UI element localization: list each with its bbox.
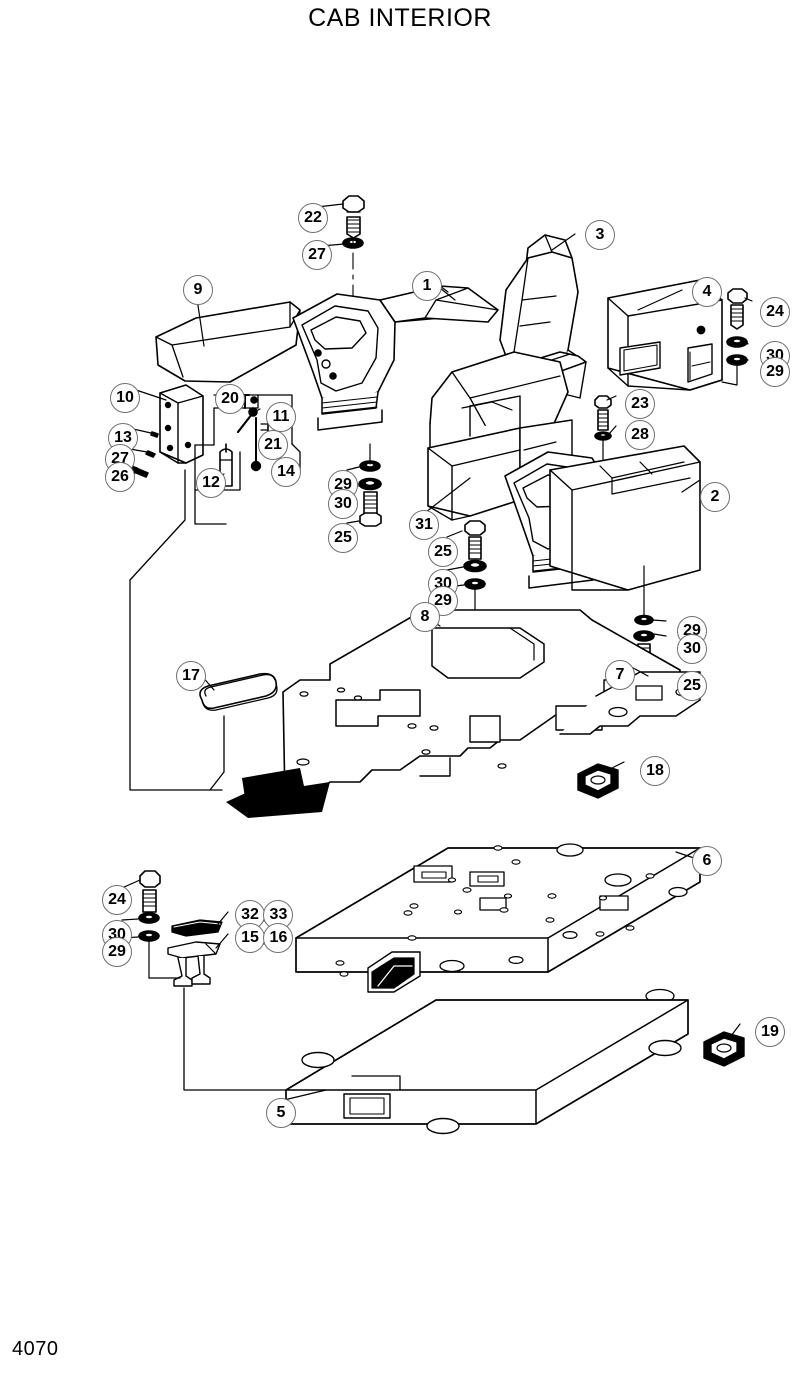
callout-5-lower-frame-rail[interactable]: 5 [266,1098,296,1128]
callout-25-hex-bolt-r2[interactable]: 25 [677,671,707,701]
callout-19-grommet-19[interactable]: 19 [755,1017,785,1047]
callout-8-upper-floor-mat[interactable]: 8 [410,602,440,632]
part-main-floor-plate [295,843,701,1004]
callout-16-mat-retainer-clip[interactable]: 16 [263,923,294,953]
part-bracket-plate [159,384,204,464]
callout-6-main-floor-plate[interactable]: 6 [692,846,722,876]
callout-22-hex-bolt-top[interactable]: 22 [298,203,328,233]
part-bolt-23 [594,395,612,431]
callout-31-seat-suspension-base[interactable]: 31 [409,510,439,540]
part-hex-bolt-mid [359,491,382,527]
part-link-rod [236,407,258,434]
part-spring-washer-r2 [634,614,654,626]
callout-9-left-armrest-pad[interactable]: 9 [183,275,213,305]
callout-18-grommet-18[interactable]: 18 [640,756,670,786]
callout-7-right-floor-panel[interactable]: 7 [605,660,635,690]
callout-24-hex-bolt-lower[interactable]: 24 [102,885,132,915]
part-flat-washer-lower [138,912,160,924]
part-flat-washer-mid [358,477,382,491]
callout-29-spring-washer-lower[interactable]: 29 [102,937,132,967]
part-lower-frame-rail [285,999,689,1135]
callout-26-screw-26[interactable]: 26 [105,462,135,492]
callout-1-headrest-cushion[interactable]: 1 [412,271,442,301]
part-pin-13 [150,431,159,438]
part-mat-retainer-clip [167,941,221,987]
orientation-arrow-marker [226,768,330,818]
callout-23-bolt-23[interactable]: 23 [625,389,655,419]
callout-25-hex-bolt-mid[interactable]: 25 [328,523,358,553]
callout-25-hex-bolt-31[interactable]: 25 [428,537,458,567]
part-hex-bolt-top [342,195,365,239]
part-hex-bolt-lower [139,870,161,913]
footer-code: 4070 [12,1338,59,1360]
part-grommet-18 [577,763,619,799]
callout-27-lock-washer-top[interactable]: 27 [302,240,332,270]
callout-29-spring-washer-31[interactable]: 29 [428,586,458,616]
callout-pair-15-16: 15,16 [235,923,294,953]
part-hex-bolt-right [727,288,748,330]
part-left-console-arm [292,293,442,431]
part-grommet-19 [703,1031,745,1067]
part-right-console-box [607,279,723,391]
callout-14-pin-14[interactable]: 14 [271,457,301,487]
callout-30-flat-washer-r2[interactable]: 30 [677,634,707,664]
part-flat-washer-31 [463,559,487,573]
part-mat-retainer-plate [171,919,223,937]
part-washer-28 [594,431,612,441]
page-title: CAB INTERIOR [308,4,492,32]
part-washer-27b [145,450,156,458]
callout-24-hex-bolt-right[interactable]: 24 [760,297,790,327]
part-spring-washer-right [726,354,748,366]
callout-2-right-seat-base-box[interactable]: 2 [700,482,730,512]
callout-12-damper-cylinder[interactable]: 12 [196,468,226,498]
callout-15-mat-retainer-clip[interactable]: 15 [235,923,265,953]
part-flat-washer-r2 [633,630,655,642]
callout-20-pin-small[interactable]: 20 [215,384,245,414]
part-left-armrest-pad [155,301,301,383]
callout-11-link-rod[interactable]: 11 [266,402,296,432]
part-hex-bolt-31 [464,520,486,560]
callout-29-spring-washer-right[interactable]: 29 [760,357,790,387]
callout-10-bracket-plate[interactable]: 10 [110,383,140,413]
callout-30-flat-washer-mid[interactable]: 30 [328,489,358,519]
callout-28-washer-28[interactable]: 28 [625,420,655,450]
callout-21-spring-21[interactable]: 21 [258,430,288,460]
callout-17-rubber-pad-17[interactable]: 17 [176,661,206,691]
part-headrest-cushion [379,285,499,323]
part-spring-washer-lower [138,930,160,942]
part-rubber-pad-17 [199,672,278,711]
part-spring-washer-31 [464,578,486,590]
part-flat-washer-right [726,336,748,348]
callout-3-seat-backrest[interactable]: 3 [585,220,615,250]
callout-4-right-console-box[interactable]: 4 [692,277,722,307]
part-right-seat-base-box [549,445,701,591]
